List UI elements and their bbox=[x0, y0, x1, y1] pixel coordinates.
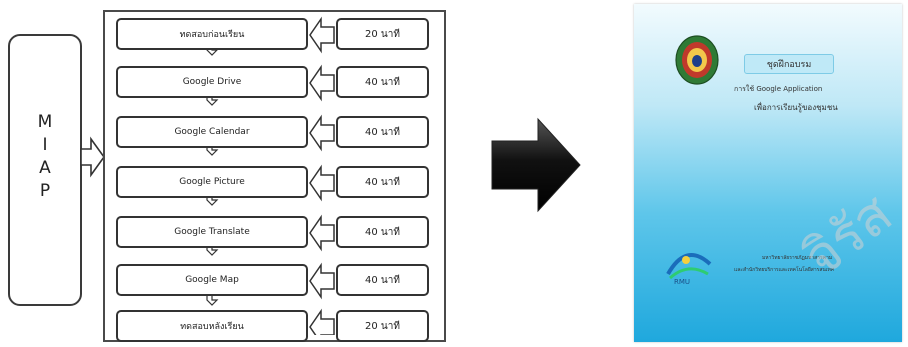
time-box-google-translate: 40 นาที bbox=[336, 216, 429, 248]
topic-box-google-picture: Google Picture bbox=[116, 166, 308, 198]
time-box-pretest: 20 นาที bbox=[336, 18, 429, 50]
topic-box-google-calendar: Google Calendar bbox=[116, 116, 308, 148]
booklet-footer-2: และสำนักวิทยบริการและเทคโนโลยีสารสนเทศ bbox=[734, 267, 834, 273]
booklet-subtitle-2: เพื่อการเรียนรู้ของชุมชน bbox=[754, 103, 838, 112]
booklet-cover: ชุดฝึกอบรม การใช้ Google Application เพื… bbox=[634, 4, 902, 342]
miap-box: M I A P bbox=[8, 34, 82, 306]
rmu-logo-text: RMU bbox=[674, 278, 691, 286]
time-box-posttest: 20 นาที bbox=[336, 310, 429, 342]
topic-box-posttest: ทดสอบหลังเรียน bbox=[116, 310, 308, 342]
booklet-subtitle-1: การใช้ Google Application bbox=[734, 85, 823, 93]
booklet-title: ชุดฝึกอบรม bbox=[744, 54, 834, 74]
big-right-arrow bbox=[491, 117, 581, 213]
time-to-topic-arrows bbox=[309, 16, 335, 335]
miap-letter-i: I bbox=[42, 135, 48, 155]
miap-letter-m: M bbox=[37, 112, 53, 132]
topic-box-google-drive: Google Drive bbox=[116, 66, 308, 98]
rmu-logo-icon bbox=[666, 253, 712, 280]
miap-to-panel-arrow bbox=[80, 136, 105, 178]
miap-letter-a: A bbox=[39, 158, 51, 178]
topic-box-pretest: ทดสอบก่อนเรียน bbox=[116, 18, 308, 50]
booklet-footer-1: มหาวิทยาลัยราชภัฏมหาสารคาม bbox=[762, 255, 833, 261]
miap-letter-p: P bbox=[39, 181, 51, 201]
time-box-google-picture: 40 นาที bbox=[336, 166, 429, 198]
topic-box-google-map: Google Map bbox=[116, 264, 308, 296]
time-box-google-drive: 40 นาที bbox=[336, 66, 429, 98]
topic-box-google-translate: Google Translate bbox=[116, 216, 308, 248]
miap-letters: M I A P bbox=[10, 112, 80, 201]
university-seal-icon bbox=[675, 35, 719, 85]
time-box-google-map: 40 นาที bbox=[336, 264, 429, 296]
time-box-google-calendar: 40 นาที bbox=[336, 116, 429, 148]
